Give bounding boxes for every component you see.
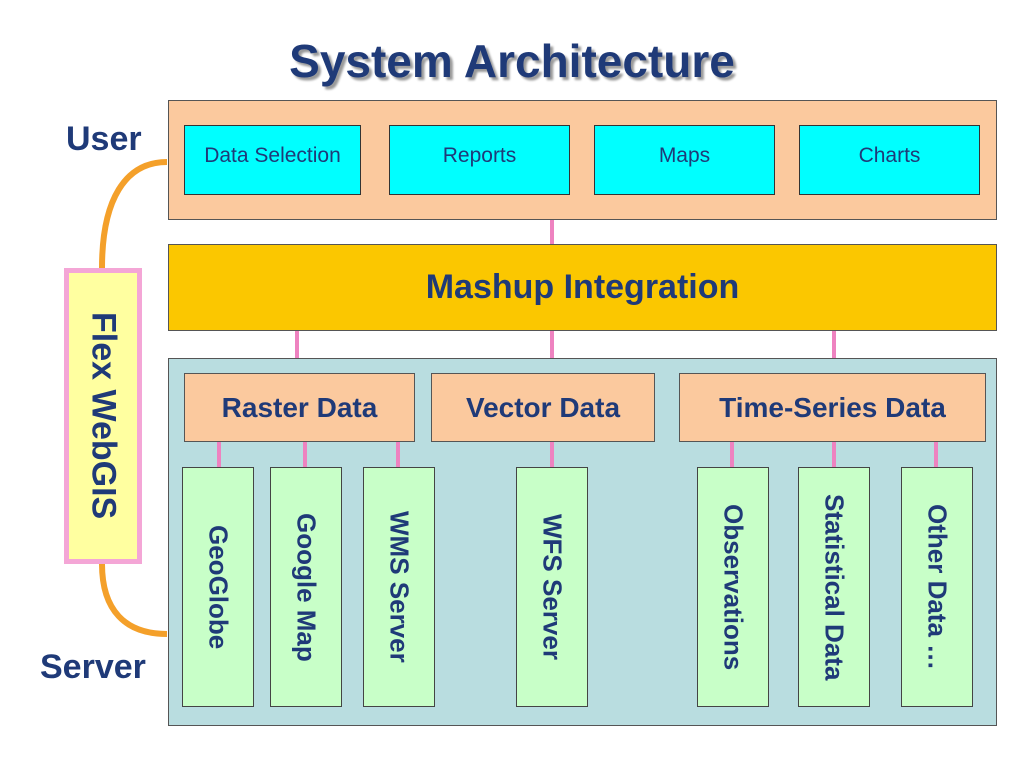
mashup-to-vector-link bbox=[550, 331, 554, 358]
google-map-box: Google Map bbox=[270, 467, 342, 707]
user-label: User bbox=[66, 120, 142, 158]
mashup-to-raster-link bbox=[295, 331, 299, 358]
server-label: Server bbox=[40, 648, 146, 686]
charts-box: Charts bbox=[799, 125, 980, 195]
observations-box: Observations bbox=[697, 467, 769, 707]
raster-data-box: Raster Data bbox=[184, 373, 415, 442]
other-data-box: Other Data … bbox=[901, 467, 973, 707]
timeseries-to-other-link bbox=[934, 442, 938, 467]
data-selection-box: Data Selection bbox=[184, 125, 361, 195]
wfs-server-label: WFS Server bbox=[537, 514, 568, 660]
mashup-to-timeseries-link bbox=[832, 331, 836, 358]
wms-server-label: WMS Server bbox=[384, 511, 415, 663]
vector-to-wfs-link bbox=[550, 442, 554, 467]
user-to-mashup-link bbox=[550, 220, 554, 244]
wfs-server-box: WFS Server bbox=[516, 467, 588, 707]
vector-data-box: Vector Data bbox=[431, 373, 655, 442]
mashup-integration-bar: Mashup Integration bbox=[168, 244, 997, 331]
flex-webgis-box: Flex WebGIS bbox=[64, 268, 142, 564]
maps-box: Maps bbox=[594, 125, 775, 195]
geoglobe-box: GeoGlobe bbox=[182, 467, 254, 707]
statistical-data-label: Statistical Data bbox=[819, 493, 850, 681]
wms-server-box: WMS Server bbox=[363, 467, 435, 707]
time-series-data-box: Time-Series Data bbox=[679, 373, 986, 442]
observations-label: Observations bbox=[718, 503, 749, 671]
statistical-data-box: Statistical Data bbox=[798, 467, 870, 707]
mashup-label: Mashup Integration bbox=[425, 268, 740, 306]
geoglobe-label: GeoGlobe bbox=[203, 524, 234, 650]
other-data-label: Other Data … bbox=[922, 503, 953, 671]
timeseries-to-observations-link bbox=[730, 442, 734, 467]
raster-to-googlemap-link bbox=[303, 442, 307, 467]
flex-webgis-label: Flex WebGIS bbox=[84, 312, 123, 520]
raster-to-wms-link bbox=[396, 442, 400, 467]
raster-to-geoglobe-link bbox=[217, 442, 221, 467]
reports-box: Reports bbox=[389, 125, 570, 195]
diagram-title: System Architecture bbox=[289, 35, 735, 87]
google-map-label: Google Map bbox=[291, 512, 322, 662]
timeseries-to-statistical-link bbox=[832, 442, 836, 467]
